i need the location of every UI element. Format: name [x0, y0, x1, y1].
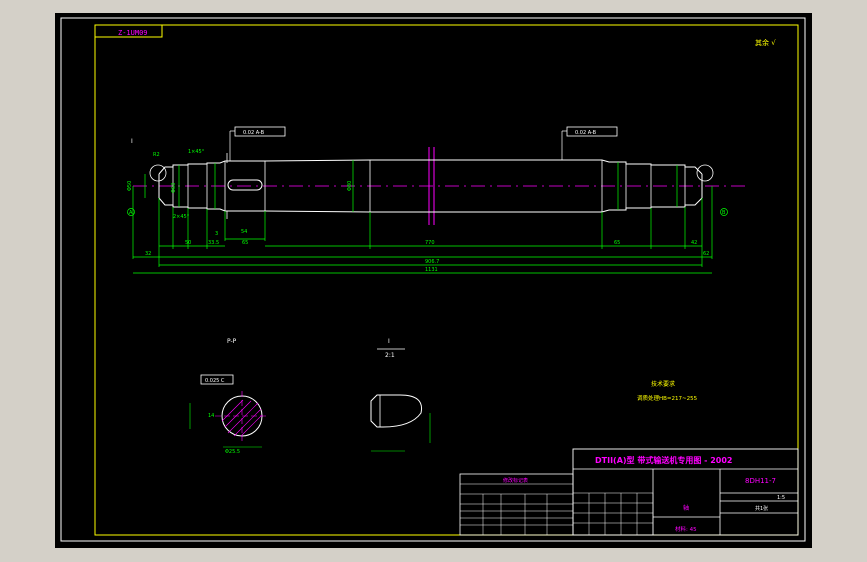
title-block-drawing-no: 8DH11-7	[745, 477, 776, 485]
title-block-scale: 1:5	[777, 495, 785, 501]
cad-drawing: Z-1UM09 其余 √	[60, 17, 806, 542]
tolerance-frame-left	[234, 126, 286, 137]
detail-scale: 2:1	[385, 352, 395, 359]
revision-table: 修改标记表	[459, 473, 574, 536]
datum-b-label: B	[722, 210, 726, 216]
datum-a-label: A	[129, 210, 133, 216]
signature-grid	[572, 492, 654, 536]
tech-title: 技术要求	[651, 380, 675, 388]
shaft-outline-bottom	[158, 197, 703, 213]
dim-radius: R2	[153, 152, 160, 158]
sheet-inner-border	[94, 24, 799, 536]
datum-a-marker	[127, 208, 135, 216]
keyway-slot	[227, 179, 263, 191]
roughness-note: 其余 √	[755, 38, 776, 47]
revision-grid	[460, 483, 573, 535]
dim-d-left: Φ50	[127, 181, 133, 191]
dim-770: 770	[425, 240, 435, 246]
dim-54: 54	[241, 229, 247, 235]
cad-viewport[interactable]: Z-1UM09 其余 √	[55, 13, 812, 548]
section-width: 14	[208, 413, 214, 419]
title-block-sheet: 共1张	[755, 505, 768, 512]
title-block: DTII(A)型 带式输送机专用图 - 2002 8DH11-7 轴 材料: 4…	[572, 448, 799, 536]
section-label: P-P	[227, 338, 237, 345]
dim-3: 3	[215, 231, 218, 237]
dim-total: 1131	[425, 267, 438, 273]
dim-65: 65	[242, 240, 248, 246]
tech-note: 调质处理HB=217~255	[637, 394, 698, 402]
revision-title: 修改标记表	[503, 477, 528, 484]
datum-b-marker	[720, 208, 728, 216]
section-hatch	[221, 399, 263, 437]
dim-d-mid: Φ60	[171, 183, 177, 193]
detail-circle-left	[149, 164, 167, 182]
detail-outline	[370, 394, 423, 428]
detail-view	[370, 394, 431, 452]
section-depth: Φ25.5	[225, 449, 240, 455]
diameter-dims	[144, 160, 678, 212]
title-block-material: 材料: 45	[675, 525, 697, 533]
sheet-outer-border	[60, 17, 806, 542]
section-tol-text: 0.025 C	[205, 378, 225, 384]
shaft-outline-top	[158, 159, 703, 175]
dim-chamfer-a: 2×45°	[173, 214, 190, 220]
title-block-title: DTII(A)型 带式输送机专用图 - 2002	[595, 455, 733, 465]
section-tol-frame	[200, 374, 234, 385]
dim-chamfer-b: 1×45°	[188, 149, 205, 155]
dim-65b: 65	[614, 240, 620, 246]
dim-42: 42	[691, 240, 697, 246]
dim-total-inner: 906.7	[425, 259, 439, 265]
dim-50: 50	[185, 240, 191, 246]
tolerance-text-left: 0.02 A-B	[243, 130, 265, 136]
dim-d-body: Φ80	[347, 181, 353, 191]
dim-62: 62	[703, 251, 709, 257]
code-box-text: Z-1UM09	[118, 29, 148, 37]
title-block-part-name: 轴	[683, 504, 689, 512]
dim-extension-lines	[132, 186, 713, 267]
dim-32: 32	[145, 251, 151, 257]
section-view: 0.025 C 14 Φ25.5	[189, 374, 269, 455]
dim-335: 33.5	[208, 240, 219, 246]
detail-mark-i: I	[131, 138, 133, 145]
shaft-view: Φ50 Φ60 Φ80 2×45° 1×45° R2 50 3 33.5 65 …	[127, 126, 745, 274]
detail-label: I	[388, 338, 390, 345]
dim-lines	[133, 238, 712, 274]
detail-circle-right	[696, 164, 714, 182]
code-box	[94, 24, 163, 38]
tolerance-text-right: 0.02 A-B	[575, 130, 597, 136]
tolerance-frame-right	[566, 126, 618, 137]
